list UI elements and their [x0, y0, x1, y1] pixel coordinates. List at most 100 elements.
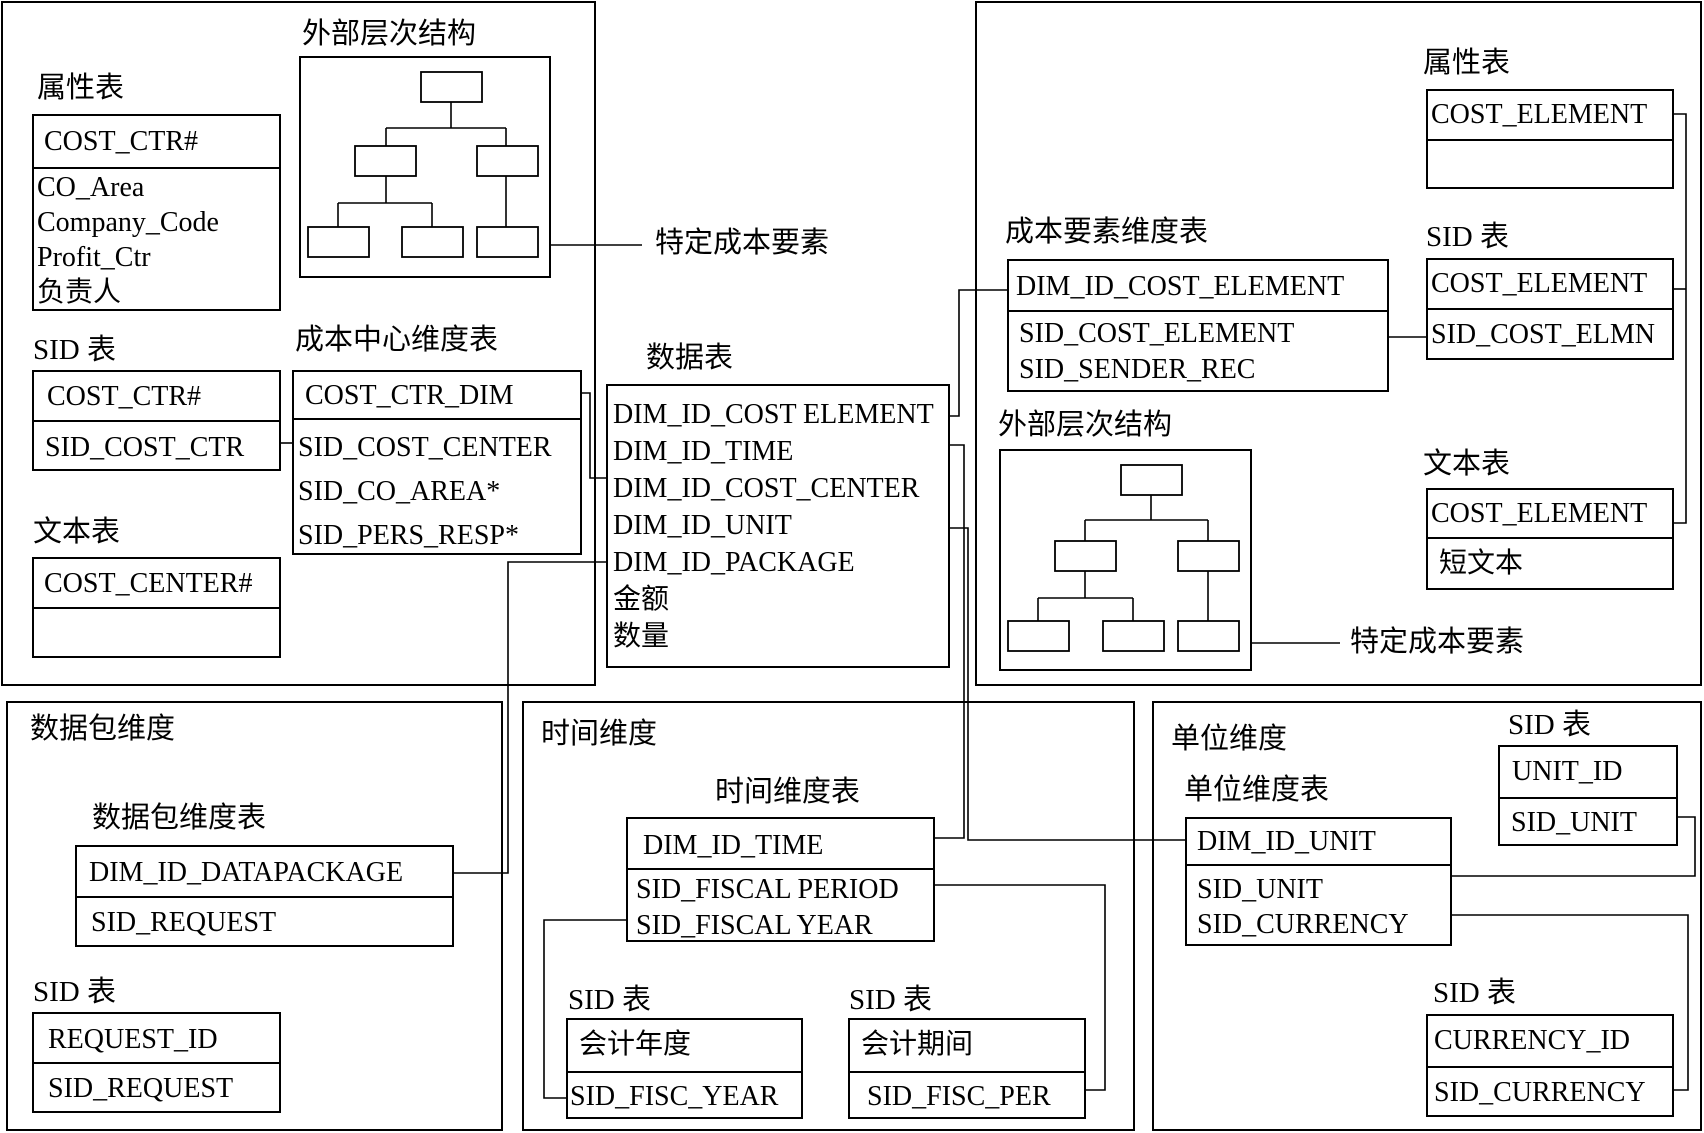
table-body: SID_UNIT: [1500, 799, 1676, 838]
year-sid-table: 会计年度 SID_FISC_YEAR: [566, 1018, 803, 1119]
cost-element-hierarchy-box: [999, 449, 1252, 671]
table-row: SID_CURRENCY: [1197, 909, 1409, 940]
table-body: SID_CURRENCY: [1428, 1068, 1672, 1108]
table-header: DIM_ID_COST_ELEMENT: [1009, 261, 1387, 312]
hierarchy-tree-right: [1007, 464, 1240, 652]
package-dim-title: 数据包维度表: [92, 802, 267, 834]
package-dim-table: DIM_ID_DATAPACKAGE SID_REQUEST: [75, 845, 454, 947]
package-sid-title: SID 表: [33, 976, 116, 1008]
table-row: Company_Code: [37, 207, 219, 238]
period-sid-table: 会计期间 SID_FISC_PER: [848, 1018, 1086, 1119]
table-row: SID_CO_AREA*: [298, 476, 501, 507]
year-sid-title: SID 表: [568, 984, 651, 1016]
table-row: CO_Area: [37, 172, 145, 203]
table-body: SID_COST_ELMN: [1428, 310, 1672, 350]
cost-element-dim-table: DIM_ID_COST_ELEMENT SID_COST_ELEMENT SID…: [1007, 259, 1389, 392]
table-header: 会计期间: [850, 1020, 1084, 1073]
table-row: SID_COST_CTR: [45, 432, 245, 463]
table-header: DIM_ID_DATAPACKAGE: [77, 847, 452, 898]
cost-center-attribute-table: COST_CTR# CO_Area Company_Code Profit_Ct…: [32, 114, 281, 311]
time-region-title: 时间维度: [541, 718, 658, 750]
table-row: SID_FISC_YEAR: [570, 1081, 779, 1112]
table-row: SID_UNIT: [1511, 807, 1637, 838]
unit-region-title: 单位维度: [1171, 723, 1288, 755]
unit-dimension-region: [1152, 701, 1702, 1131]
table-body: SID_COST_CTR: [34, 422, 279, 463]
table-body: SID_COST_ELEMENT SID_SENDER_REC: [1009, 312, 1387, 388]
table-header: CURRENCY_ID: [1428, 1016, 1672, 1068]
cost-center-text-table: COST_CENTER#: [32, 557, 281, 658]
table-row: DIM_ID_UNIT: [613, 510, 792, 541]
table-body: SID_UNIT SID_CURRENCY: [1187, 866, 1450, 942]
cost-element-hierarchy-title: 外部层次结构: [998, 409, 1173, 441]
period-sid-title: SID 表: [849, 984, 932, 1016]
table-row: 短文本: [1439, 548, 1524, 579]
table-body: SID_REQUEST: [77, 898, 452, 938]
table-header: COST_ELEMENT: [1428, 91, 1672, 141]
table-row: 负责人: [37, 277, 122, 308]
table-row: DIM_ID_PACKAGE: [613, 547, 855, 578]
table-row: 数量: [613, 621, 670, 652]
table-row: DIM_ID_COST_CENTER: [613, 473, 920, 504]
cost-element-attribute-title: 属性表: [1423, 47, 1511, 79]
currency-sid-table: CURRENCY_ID SID_CURRENCY: [1426, 1014, 1674, 1117]
unit-sid-title: SID 表: [1508, 709, 1591, 741]
table-row: SID_UNIT: [1197, 874, 1323, 905]
cost-element-text-title: 文本表: [1423, 448, 1511, 480]
table-row: SID_FISCAL YEAR: [636, 910, 873, 941]
cost-center-attribute-title: 属性表: [37, 72, 125, 104]
table-header: COST_ELEMENT: [1428, 490, 1672, 539]
cost-element-dimension-region: [975, 1, 1702, 686]
table-body: SID_COST_CENTER SID_CO_AREA* SID_PERS_RE…: [294, 420, 580, 558]
table-row: SID_FISCAL PERIOD: [636, 874, 899, 905]
table-row: DIM_ID_TIME: [613, 436, 794, 467]
time-dimension-region: [522, 701, 1135, 1131]
table-row: SID_COST_CENTER: [298, 432, 552, 463]
cost-center-text-title: 文本表: [33, 516, 121, 548]
unit-dim-title: 单位维度表: [1184, 774, 1330, 806]
table-body: SID_FISCAL PERIOD SID_FISCAL YEAR: [628, 870, 933, 944]
table-row: SID_CURRENCY: [1434, 1077, 1646, 1108]
table-row: 金额: [613, 584, 670, 615]
table-row: SID_REQUEST: [48, 1073, 234, 1104]
unit-dim-table: DIM_ID_UNIT SID_UNIT SID_CURRENCY: [1185, 817, 1452, 946]
table-body: 短文本: [1428, 539, 1672, 580]
cost-center-hierarchy-note: 特定成本要素: [655, 227, 830, 259]
cost-center-hierarchy-box: [299, 56, 551, 278]
table-header: COST_CTR_DIM: [294, 372, 580, 420]
table-header: DIM_ID_UNIT: [1187, 819, 1450, 866]
cost-element-attribute-table: COST_ELEMENT: [1426, 89, 1674, 189]
currency-sid-title: SID 表: [1433, 977, 1516, 1009]
unit-sid-table: UNIT_ID SID_UNIT: [1498, 745, 1678, 846]
table-row: SID_FISC_PER: [867, 1081, 1051, 1112]
package-region-title: 数据包维度: [30, 713, 176, 745]
fact-table-title: 数据表: [646, 342, 734, 374]
cost-center-dimension-region: [1, 1, 596, 686]
cost-element-text-table: COST_ELEMENT 短文本: [1426, 488, 1674, 590]
table-row: DIM_ID_COST ELEMENT: [613, 399, 934, 430]
cost-center-dim-title: 成本中心维度表: [295, 324, 499, 356]
table-header: REQUEST_ID: [34, 1014, 279, 1064]
table-header: COST_CTR#: [34, 116, 279, 169]
table-header: COST_CTR#: [34, 372, 279, 422]
cost-element-sid-title: SID 表: [1426, 221, 1509, 253]
table-header: COST_ELEMENT: [1428, 260, 1672, 310]
table-body: SID_FISC_YEAR: [568, 1073, 801, 1112]
fact-table: DIM_ID_COST ELEMENT DIM_ID_TIME DIM_ID_C…: [606, 384, 950, 668]
cost-center-sid-table: COST_CTR# SID_COST_CTR: [32, 370, 281, 471]
table-row: SID_COST_ELMN: [1431, 319, 1656, 350]
table-body: CO_Area Company_Code Profit_Ctr 负责人: [34, 169, 279, 310]
time-dim-table: DIM_ID_TIME SID_FISCAL PERIOD SID_FISCAL…: [626, 817, 935, 942]
cost-center-sid-title: SID 表: [33, 334, 116, 366]
table-body: DIM_ID_COST ELEMENT DIM_ID_TIME DIM_ID_C…: [608, 386, 948, 655]
cost-element-sid-table: COST_ELEMENT SID_COST_ELMN: [1426, 258, 1674, 360]
table-row: Profit_Ctr: [37, 242, 151, 273]
table-body: SID_FISC_PER: [850, 1073, 1084, 1112]
table-header: DIM_ID_TIME: [628, 819, 933, 870]
cost-center-dim-table: COST_CTR_DIM SID_COST_CENTER SID_CO_AREA…: [292, 370, 582, 555]
data-package-dimension-region: [6, 701, 503, 1131]
table-row: SID_PERS_RESP*: [298, 520, 519, 551]
table-header: COST_CENTER#: [34, 559, 279, 609]
